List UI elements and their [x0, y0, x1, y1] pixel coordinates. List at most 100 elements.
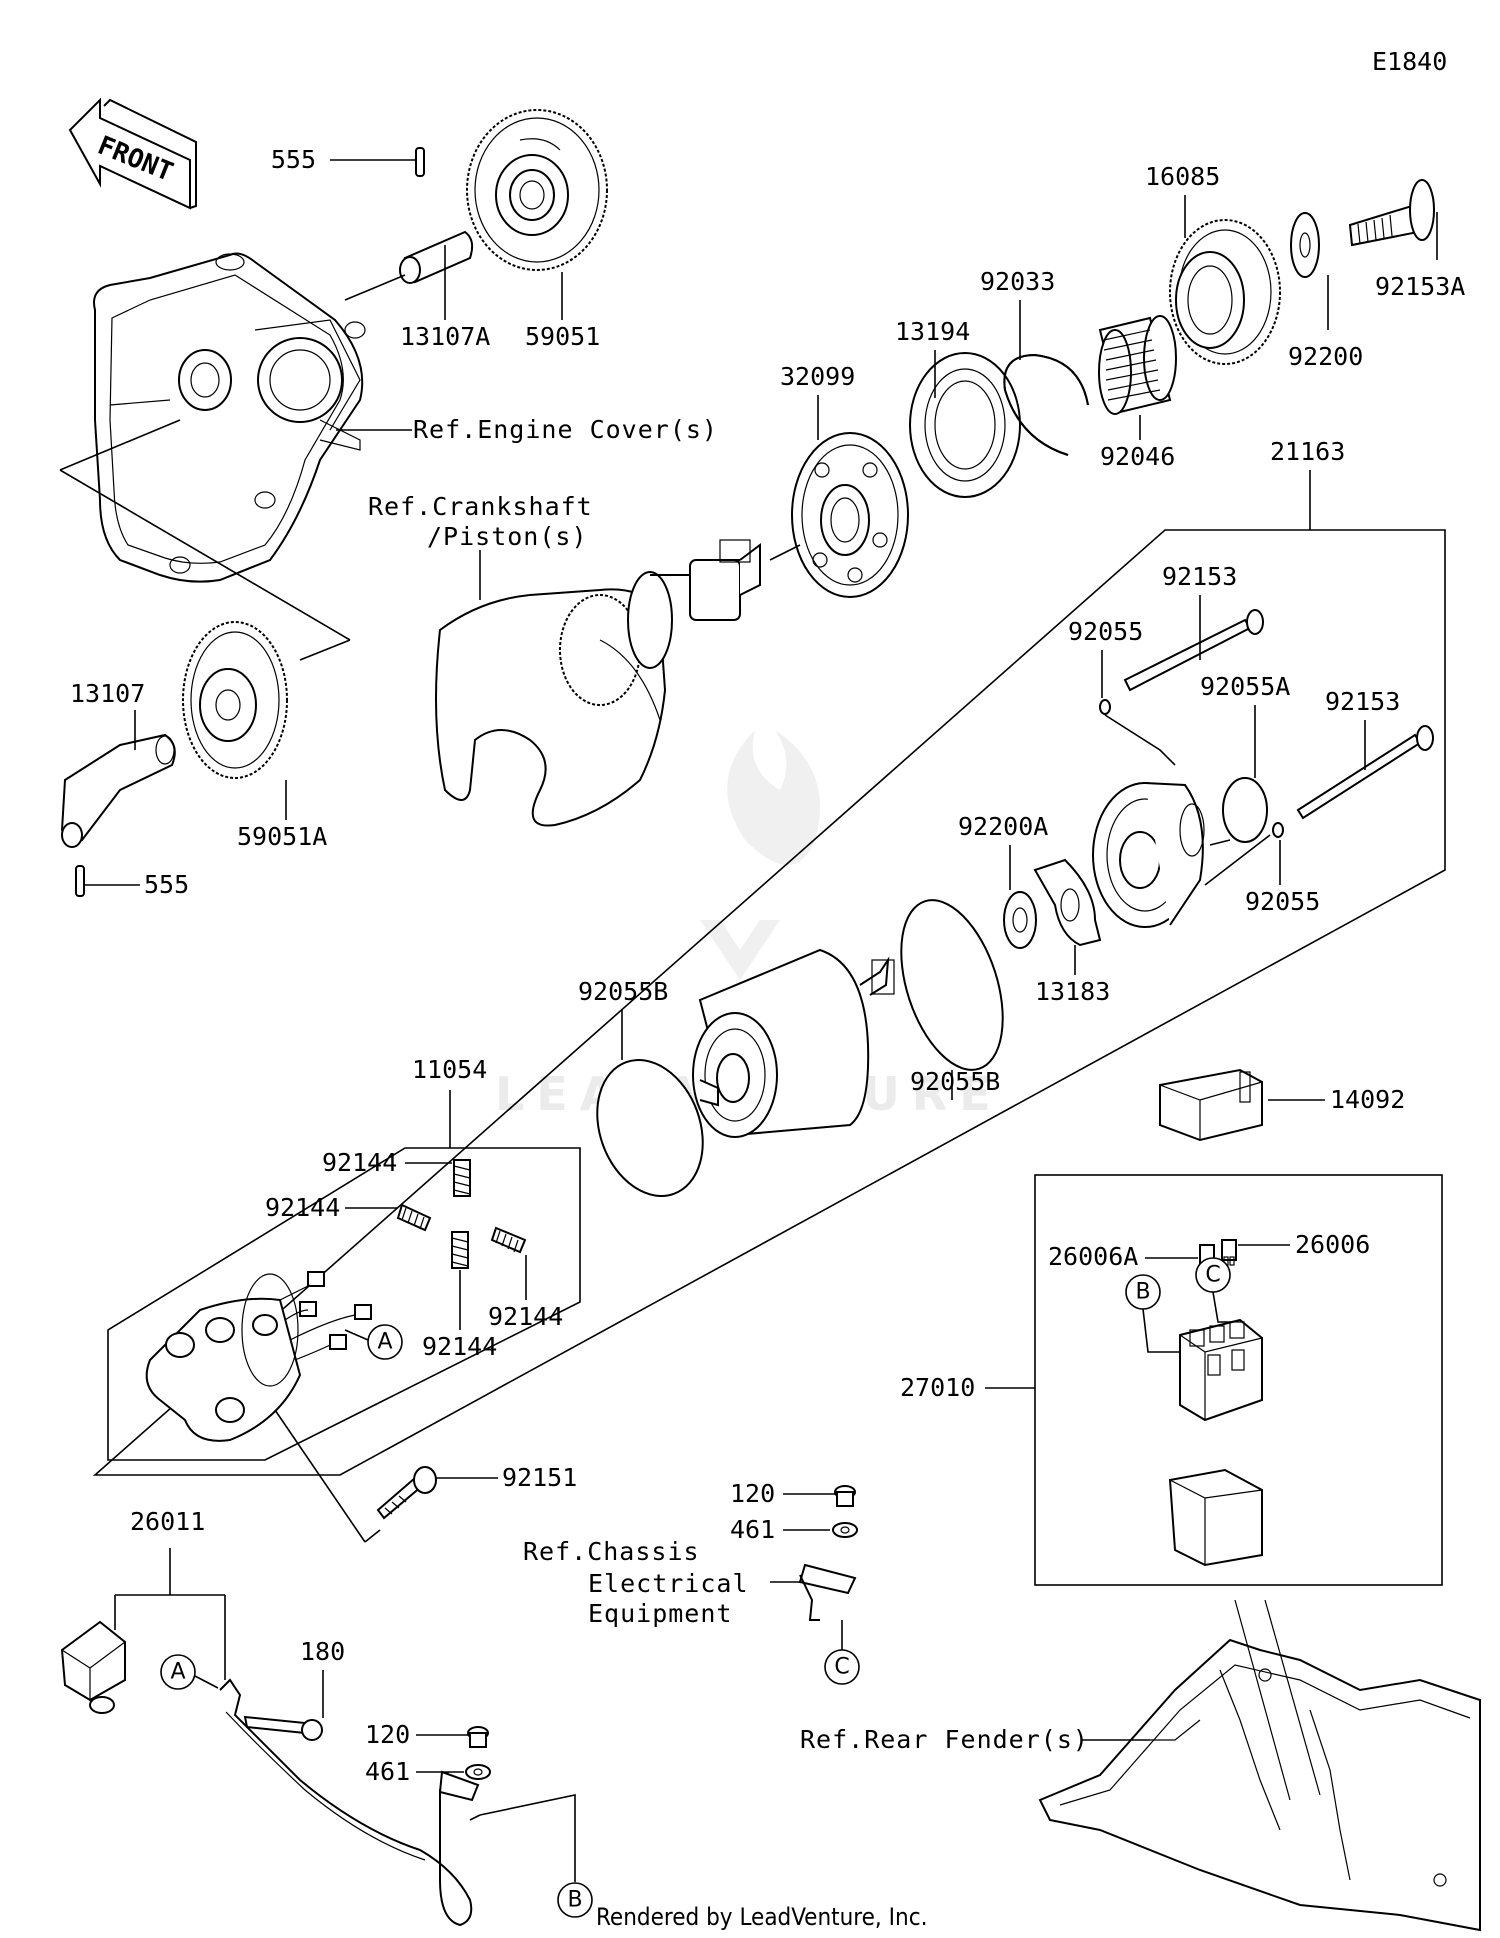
diagram-id: E1840: [1372, 47, 1447, 76]
gear-59051: [466, 109, 608, 271]
spring-92144-c: [490, 1226, 527, 1254]
part-label-92055A: 92055A: [1200, 672, 1290, 701]
part-label-92151: 92151: [502, 1463, 577, 1492]
bolt-92153-b: [1296, 725, 1434, 820]
assembly-frame-21163: [92, 529, 1446, 1476]
part-label-92153-b: 92153: [1325, 687, 1400, 716]
part-label-461-a: 461: [730, 1515, 775, 1544]
ref-engine-cover: Ref.Engine Cover(s): [413, 415, 718, 444]
callout-c-chassis-label: C: [834, 1655, 849, 1680]
part-label-92144-c: 92144: [488, 1302, 563, 1331]
crankshaft: [435, 539, 761, 827]
part-label-26006A: 26006A: [1048, 1242, 1138, 1271]
fuse-26006: [1221, 1239, 1237, 1266]
washer-92200A: [1003, 891, 1037, 949]
front-arrow-icon: FRONT: [68, 97, 197, 210]
part-label-13194: 13194: [895, 317, 970, 346]
oneway-clutch-13194: [909, 352, 1021, 498]
callout-b-cable-label: B: [567, 1888, 582, 1913]
clutch-32099: [791, 432, 909, 598]
bolt-92153-a: [1123, 609, 1264, 692]
starter-motor: [692, 948, 895, 1138]
callout-a-cable: [160, 1654, 196, 1690]
brush-holder: [145, 1271, 372, 1442]
washer-461-a: [832, 1522, 858, 1538]
circlip-92033: [1003, 353, 1089, 456]
ref-chassis-2: Electrical: [588, 1569, 749, 1598]
part-label-21163: 21163: [1270, 437, 1345, 466]
oring-92055B-right: [900, 899, 1004, 1071]
part-label-555-top: 555: [271, 145, 316, 174]
part-label-92144-a: 92144: [322, 1148, 397, 1177]
part-label-26006: 26006: [1295, 1230, 1370, 1259]
spring-92144-b: [396, 1203, 432, 1232]
ref-chassis-3: Equipment: [588, 1599, 732, 1628]
part-label-11054: 11054: [412, 1055, 487, 1084]
bolt-180: [243, 1715, 323, 1741]
part-label-59051A: 59051A: [237, 822, 327, 851]
part-label-27010: 27010: [900, 1373, 975, 1402]
part-label-120-a: 120: [730, 1479, 775, 1508]
pin-555-bottom: [75, 865, 85, 897]
relay-boot: [1168, 1468, 1263, 1567]
part-label-13183: 13183: [1035, 977, 1110, 1006]
callout-c-chassis: [824, 1649, 860, 1685]
part-label-92200: 92200: [1288, 342, 1363, 371]
gear-16085: [1169, 219, 1281, 365]
sleeve-13107: [60, 733, 176, 848]
oring-92055A: [1222, 777, 1268, 843]
screw-120-a: [834, 1485, 856, 1507]
spring-92144-a: [453, 1159, 471, 1197]
part-label-13107: 13107: [70, 679, 145, 708]
part-label-92033: 92033: [980, 267, 1055, 296]
part-label-59051: 59051: [525, 322, 600, 351]
washer-461-b: [465, 1764, 491, 1780]
washer-92200: [1290, 212, 1320, 278]
part-label-92055-a: 92055: [1068, 617, 1143, 646]
oring-92055B-left: [596, 1059, 704, 1197]
callout-a-brush-label: A: [377, 1330, 392, 1355]
starter-end-cover: [1092, 782, 1205, 928]
screw-120-b: [467, 1726, 489, 1748]
part-label-32099: 32099: [780, 362, 855, 391]
plate-13183: [1033, 858, 1102, 947]
part-label-461-b: 461: [365, 1757, 410, 1786]
callout-a-brush: [367, 1324, 403, 1360]
gear-59051A: [182, 621, 288, 779]
part-label-92055-b: 92055: [1245, 887, 1320, 916]
spring-92144-d: [451, 1231, 469, 1269]
rear-fender: [1038, 1599, 1481, 1932]
bearing-92046: [1098, 315, 1177, 415]
part-label-92144-d: 92144: [422, 1332, 497, 1361]
ref-chassis-1: Ref.Chassis: [523, 1537, 700, 1566]
starter-cable: [219, 1678, 480, 1927]
part-label-92153-a: 92153: [1162, 562, 1237, 591]
frame-27010: [1034, 1174, 1443, 1586]
callout-b-cable: [557, 1882, 593, 1918]
oring-92055-b: [1272, 822, 1284, 838]
part-label-92055B-b: 92055B: [910, 1067, 1000, 1096]
bolt-92151: [376, 1466, 437, 1520]
footer-credit: Rendered by LeadVenture, Inc.: [596, 1903, 927, 1931]
pin-555-top: [415, 147, 425, 177]
ref-crankshaft-2: /Piston(s): [427, 522, 588, 551]
oring-92055-a: [1099, 699, 1111, 715]
bolt-92153A: [1348, 179, 1435, 247]
part-label-26011: 26011: [130, 1507, 205, 1536]
callout-b-relay-label: B: [1135, 1280, 1150, 1305]
chassis-terminal: [798, 1563, 857, 1621]
part-label-92046: 92046: [1100, 442, 1175, 471]
part-label-92055B-a: 92055B: [578, 977, 668, 1006]
part-label-14092: 14092: [1330, 1085, 1405, 1114]
cover-14092: [1159, 1068, 1263, 1142]
frame-11054: [107, 1147, 581, 1461]
ref-rear-fender: Ref.Rear Fender(s): [800, 1725, 1089, 1754]
part-label-180: 180: [300, 1637, 345, 1666]
starter-relay-27010: [1179, 1318, 1263, 1422]
engine-cover: [93, 252, 366, 583]
part-label-120-b: 120: [365, 1720, 410, 1749]
part-label-92144-b: 92144: [265, 1193, 340, 1222]
part-label-92200A: 92200A: [958, 812, 1048, 841]
terminal-cap: [60, 1620, 126, 1714]
